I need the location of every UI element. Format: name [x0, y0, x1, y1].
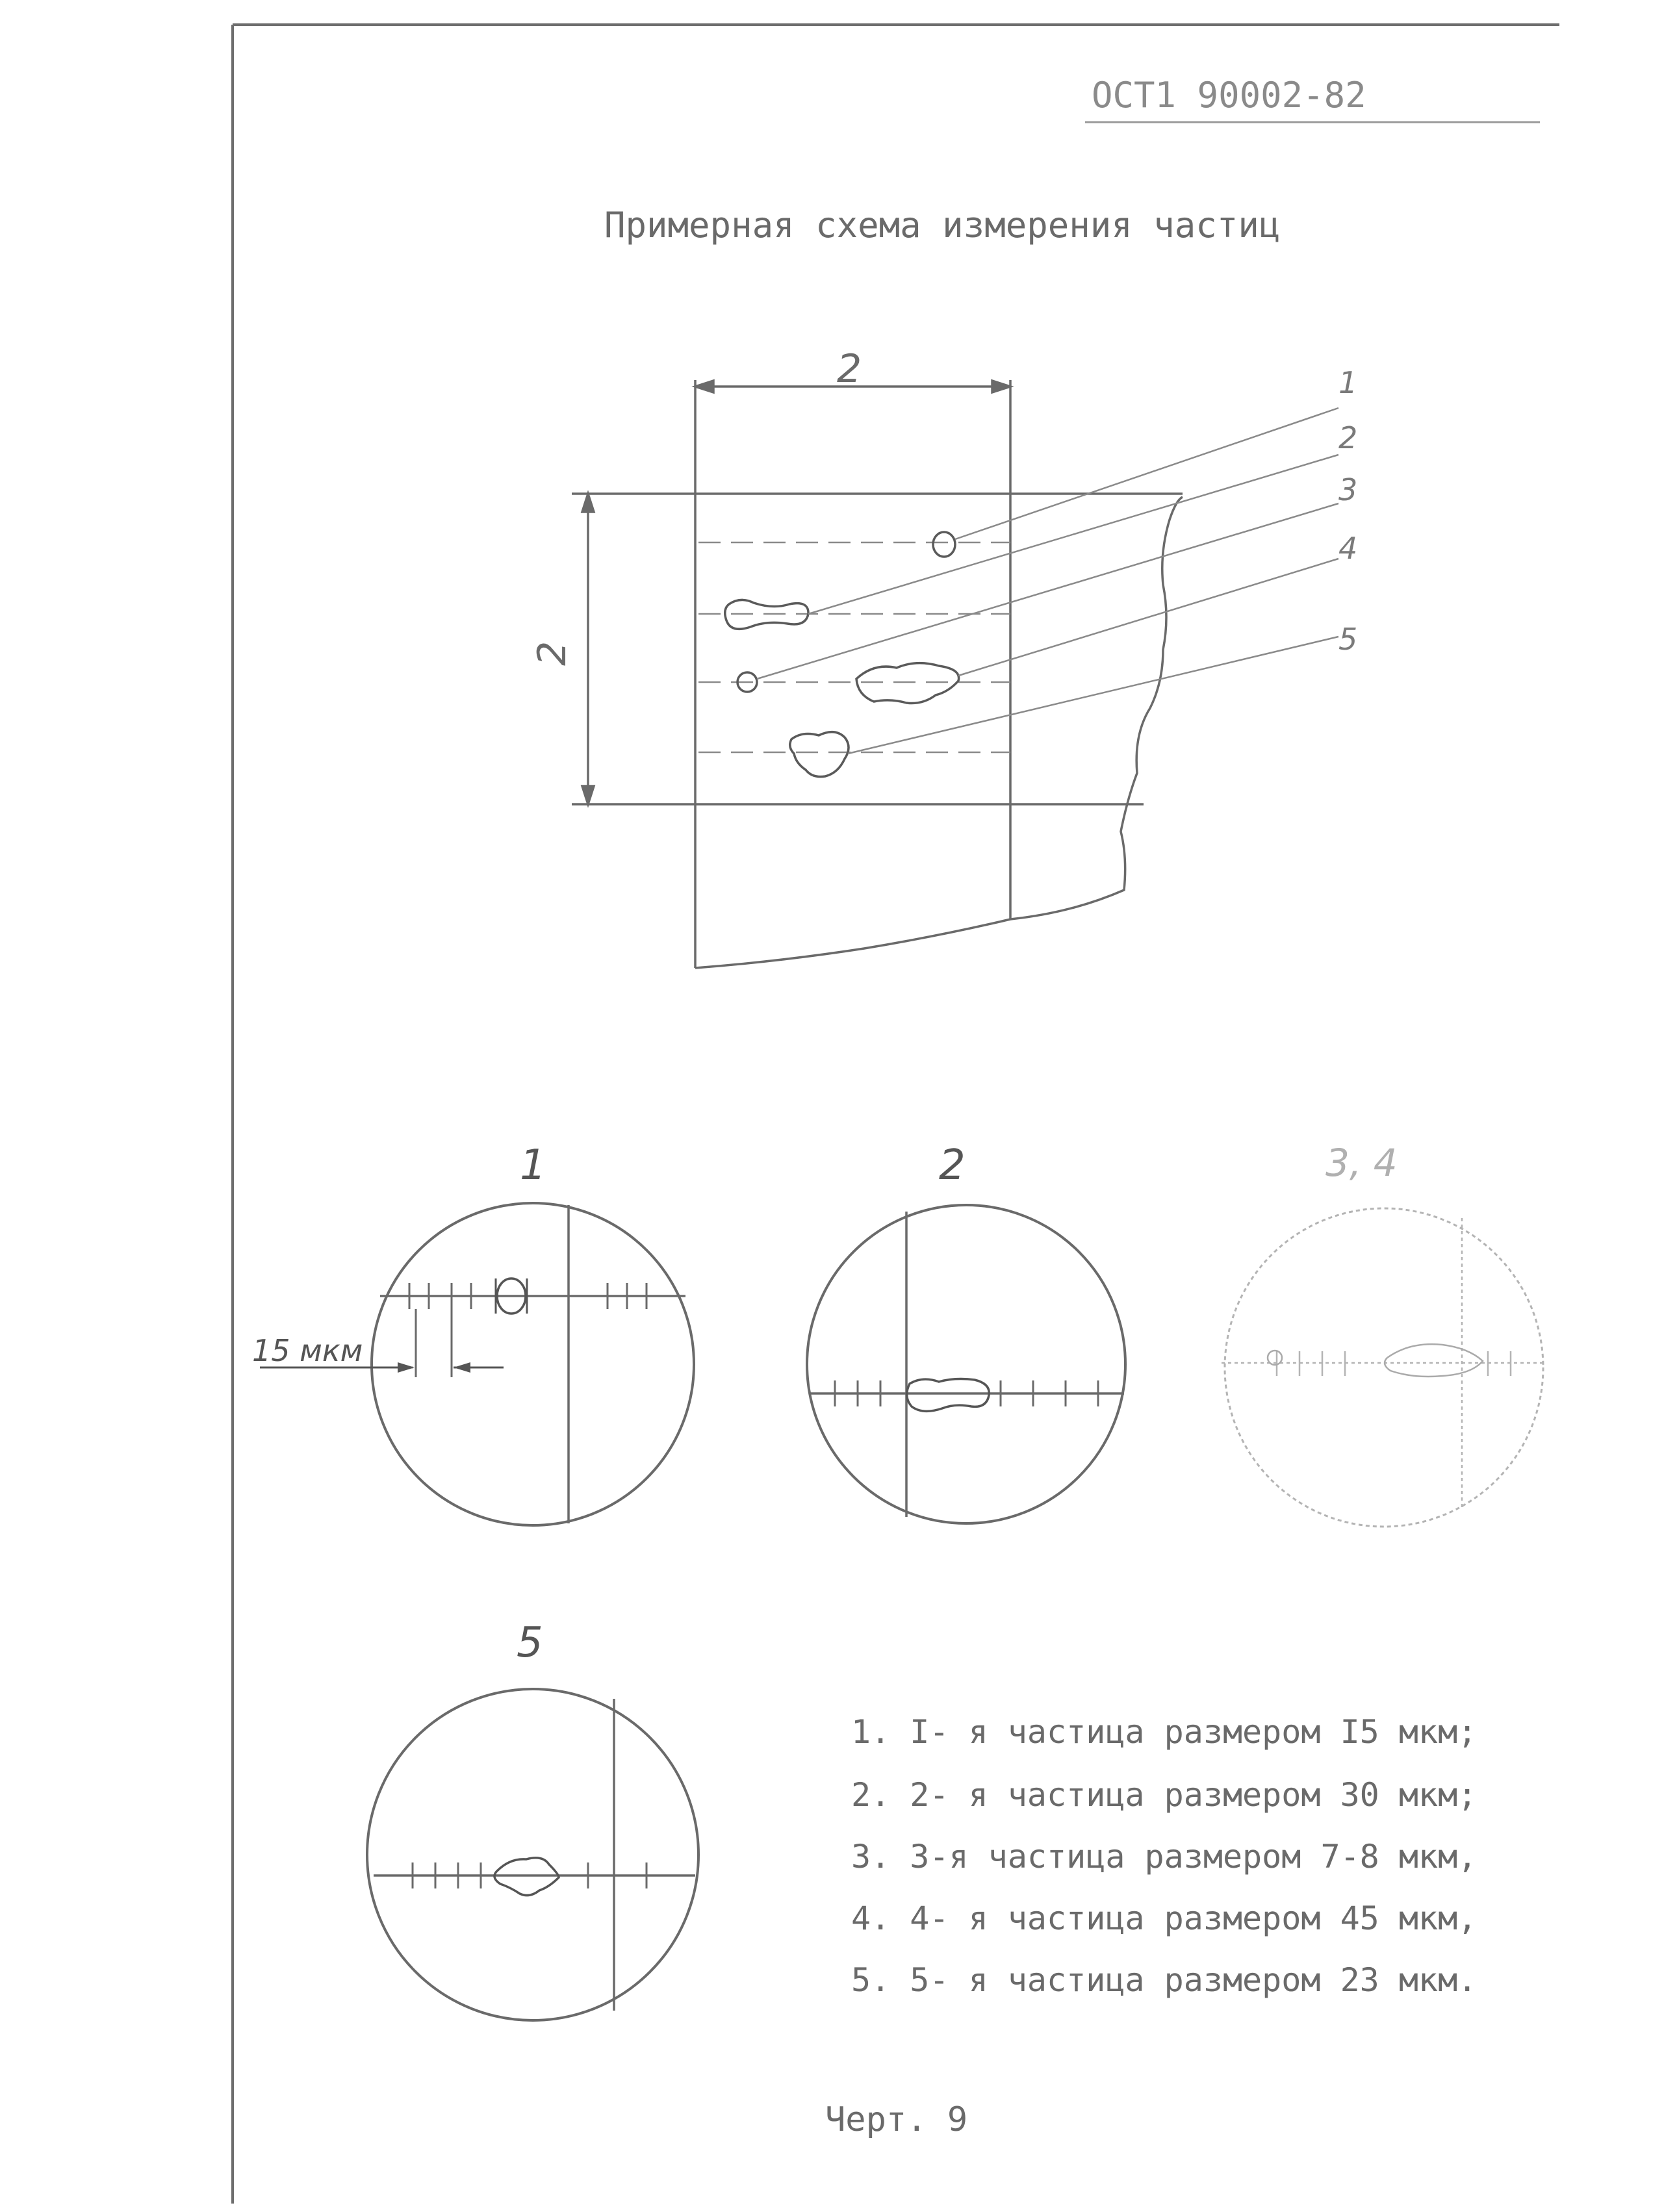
particle-4 — [855, 661, 960, 705]
callout-2: 2 — [1338, 420, 1357, 455]
view-3-4-label: 3, 4 — [1325, 1141, 1398, 1185]
view-3-particle — [1266, 1349, 1283, 1366]
view-1-label: 1 — [520, 1141, 546, 1189]
particles — [724, 531, 960, 778]
legend-item-1: 1. I- я частица размером I5 мкм; — [851, 1713, 1477, 1751]
view-5: 5 — [366, 1619, 700, 2022]
figure-caption: Черт. 9 — [825, 2100, 967, 2139]
callout-4: 4 — [1338, 531, 1357, 566]
particle-5 — [789, 731, 850, 778]
view-5-particle — [493, 1857, 560, 1897]
view-3-4: 3, 4 — [1222, 1141, 1546, 1528]
particle-2 — [724, 598, 810, 631]
legend-item-5: 5. 5- я частица размером 23 мкм. — [851, 1961, 1477, 1999]
measurement-schematic — [572, 379, 1183, 969]
height-label: 2 — [530, 641, 575, 666]
view-2-label: 2 — [939, 1141, 966, 1189]
particle-3 — [736, 671, 758, 693]
legend: 1. I- я частица размером I5 мкм; 2. 2- я… — [851, 1713, 1477, 1999]
callout-5: 5 — [1338, 622, 1357, 657]
legend-item-3: 3. 3-я частица размером 7-8 мкм, — [851, 1838, 1477, 1875]
leader-lines — [756, 407, 1339, 755]
legend-item-4: 4. 4- я частица размером 45 мкм, — [851, 1900, 1477, 1937]
page-frame — [231, 23, 1559, 2204]
diagram-title: Примерная схема измерения частиц — [604, 205, 1280, 246]
scale-label: 15 мкм — [252, 1333, 363, 1368]
view-5-label: 5 — [517, 1619, 543, 1667]
callout-1: 1 — [1338, 365, 1357, 400]
view-2-particle — [905, 1377, 991, 1413]
scan-lines — [698, 541, 1010, 754]
callout-3: 3 — [1338, 472, 1357, 507]
view-2: 2 — [806, 1141, 1127, 1525]
legend-item-2: 2. 2- я частица размером 30 мкм; — [851, 1776, 1477, 1814]
view-1-particle — [496, 1277, 527, 1315]
view-1: 1 15 мкм — [252, 1141, 695, 1527]
document-code: ОСТ1 90002-82 — [1092, 75, 1366, 116]
view-4-particle — [1383, 1343, 1484, 1378]
particle-1 — [932, 531, 956, 558]
width-label: 2 — [837, 346, 862, 392]
